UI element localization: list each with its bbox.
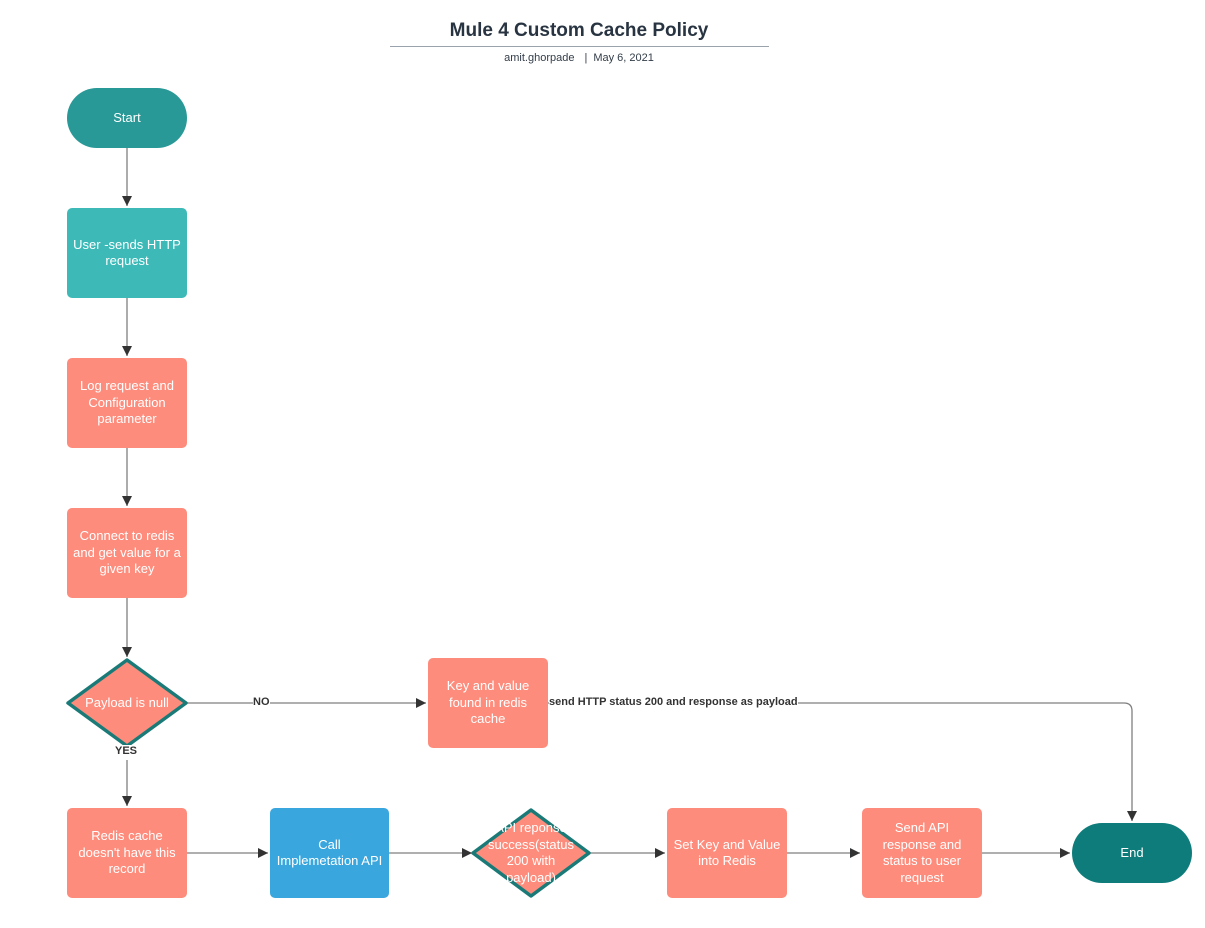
decision-api-success-label: API reponse success(status 200 with payl… bbox=[488, 820, 574, 885]
call-api-node[interactable]: Call Implemetation API bbox=[270, 808, 389, 898]
send-response-label: Send API response and status to user req… bbox=[882, 820, 962, 885]
connect-redis-node[interactable]: Connect to redis and get value for a giv… bbox=[67, 508, 187, 598]
key-found-label: Key and value found in redis cache bbox=[446, 678, 530, 727]
edge-label-no: NO bbox=[253, 696, 270, 709]
user-sends-request-node[interactable]: User -sends HTTP request bbox=[67, 208, 187, 298]
edge-label-yes: YES bbox=[115, 745, 138, 758]
end-node[interactable]: End bbox=[1072, 823, 1192, 883]
title-divider bbox=[390, 46, 769, 47]
diagram-date: May 6, 2021 bbox=[593, 52, 654, 64]
start-node[interactable]: Start bbox=[67, 88, 187, 148]
log-request-label: Log request and Configuration parameter bbox=[80, 378, 174, 427]
diagram-subtitle: amit.ghorpade | May 6, 2021 bbox=[390, 52, 768, 64]
set-key-node[interactable]: Set Key and Value into Redis bbox=[667, 808, 787, 898]
decision-payload-null[interactable]: Payload is null bbox=[67, 660, 187, 746]
subtitle-separator: | bbox=[584, 52, 588, 64]
cache-miss-node[interactable]: Redis cache doesn't have this record bbox=[67, 808, 187, 898]
user-sends-request-label: User -sends HTTP request bbox=[73, 236, 181, 269]
edge-label-send-http: send HTTP status 200 and response as pay… bbox=[549, 696, 798, 709]
end-label: End bbox=[1120, 844, 1144, 860]
cache-miss-label: Redis cache doesn't have this record bbox=[78, 828, 176, 877]
author-name: amit.ghorpade bbox=[504, 52, 575, 64]
key-found-node[interactable]: Key and value found in redis cache bbox=[428, 658, 548, 748]
start-label: Start bbox=[113, 109, 141, 125]
decision-api-success-shape[interactable] bbox=[471, 808, 591, 898]
decision-payload-null-label: Payload is null bbox=[85, 694, 169, 710]
connect-redis-label: Connect to redis and get value for a giv… bbox=[73, 528, 181, 577]
log-request-node[interactable]: Log request and Configuration parameter bbox=[67, 358, 187, 448]
set-key-label: Set Key and Value into Redis bbox=[673, 836, 781, 869]
decision-api-success[interactable]: API reponse success(status 200 with payl… bbox=[481, 810, 581, 896]
send-response-node[interactable]: Send API response and status to user req… bbox=[862, 808, 982, 898]
edge-found-to-end bbox=[548, 702, 1137, 821]
call-api-label: Call Implemetation API bbox=[276, 836, 383, 869]
diagram-title: Mule 4 Custom Cache Policy bbox=[449, 20, 709, 41]
